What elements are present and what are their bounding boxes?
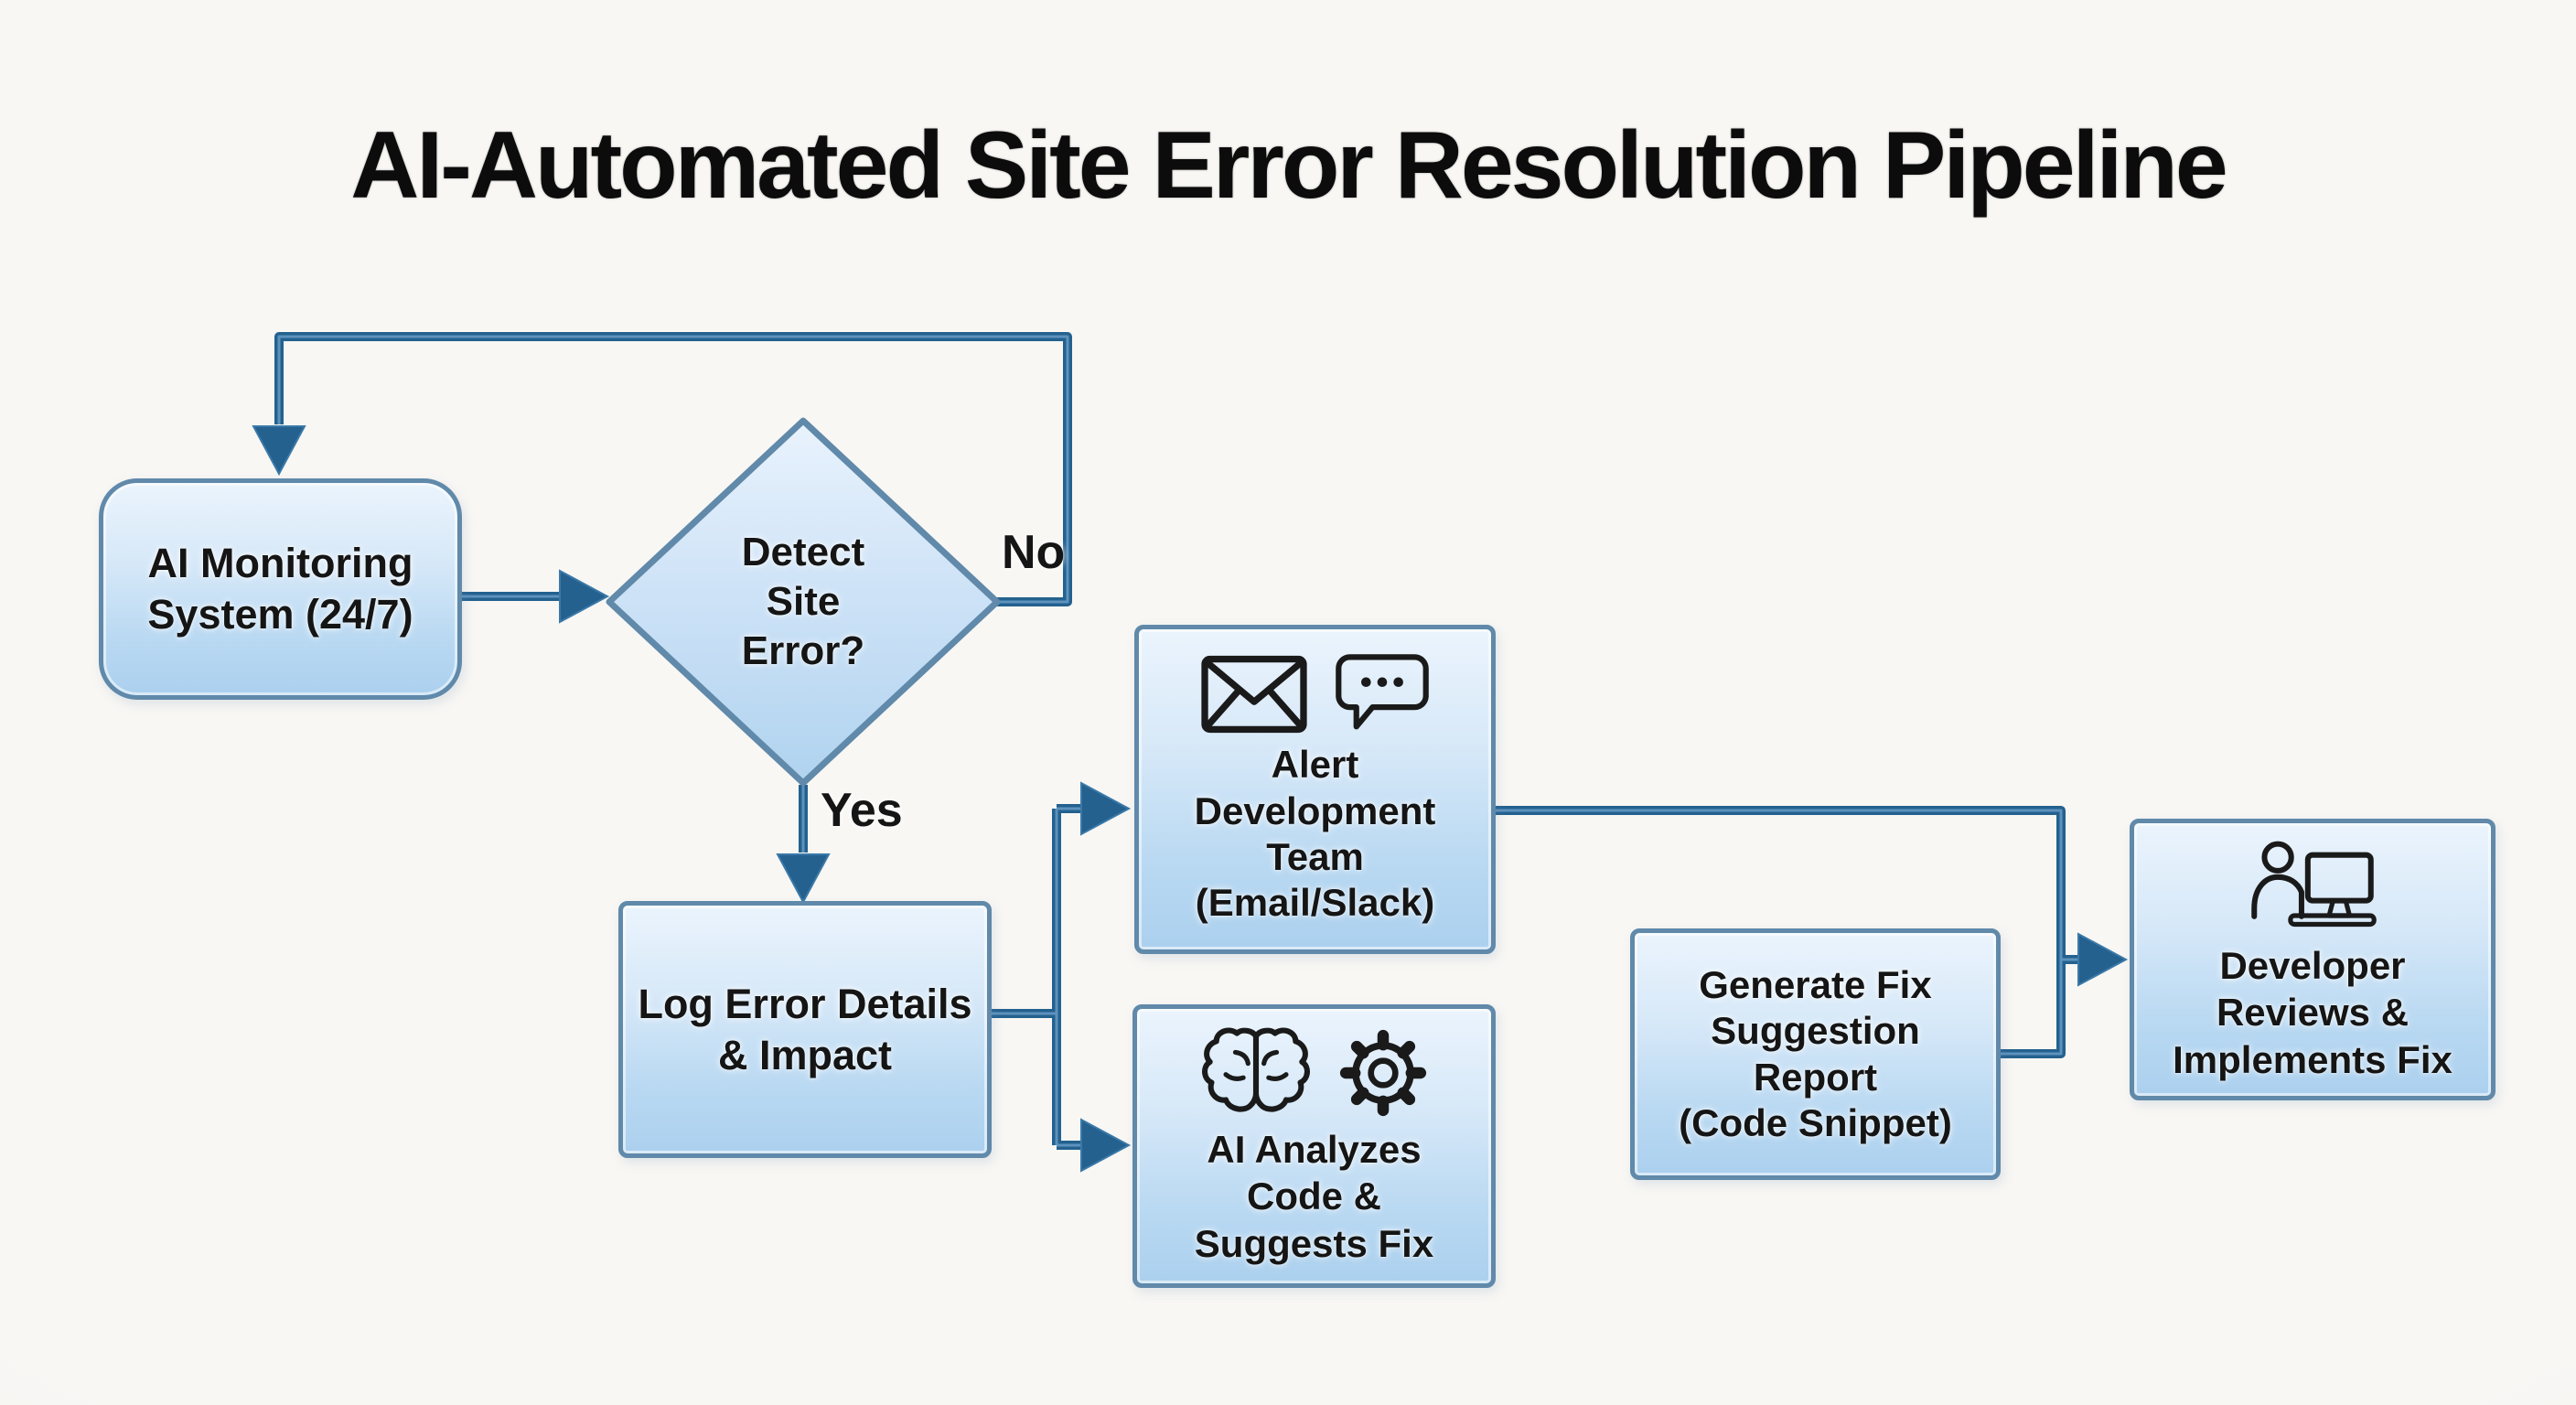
arrowhead-right	[559, 569, 610, 624]
chat-bubble-icon	[1334, 652, 1431, 736]
arrowhead-down	[776, 853, 831, 905]
node-log-error-details: Log Error Details & Impact	[618, 901, 992, 1158]
gear-icon	[1337, 1027, 1429, 1119]
arrowhead-down	[252, 425, 306, 477]
arrowhead-right	[1080, 1118, 1132, 1173]
edge-label-no: No	[1002, 526, 1066, 579]
node-ai-monitoring-system: AI Monitoring System (24/7)	[99, 478, 462, 700]
edge-decision-yes-to-log	[776, 785, 831, 905]
alert-icons	[1200, 652, 1431, 736]
edge-monitor-to-decision	[462, 569, 610, 624]
analyze-icons	[1200, 1025, 1429, 1121]
node-detect-site-error: Detect Site Error?	[741, 530, 865, 673]
arrowhead-right	[1080, 781, 1132, 836]
email-icon	[1200, 655, 1308, 734]
edge-log-fanout	[992, 781, 1132, 1173]
node-alert-development-team: Alert Development Team (Email/Slack)	[1134, 625, 1496, 954]
node-label: Developer Reviews & Implements Fix	[2173, 944, 2453, 1081]
edge-label-yes: Yes	[821, 784, 903, 837]
node-label: Alert Development Team (Email/Slack)	[1194, 743, 1436, 925]
page-title: AI-Automated Site Error Resolution Pipel…	[350, 113, 2227, 219]
edge-merge-to-developer	[1496, 806, 2129, 1058]
node-label: Generate Fix Suggestion Report (Code Sni…	[1679, 962, 1952, 1144]
developer-workstation-icon	[2240, 836, 2385, 938]
decision-diamond	[606, 417, 1001, 787]
node-label: AI Analyzes Code & Suggests Fix	[1194, 1128, 1434, 1265]
edge-decision-no-loop	[252, 332, 1072, 606]
arrowhead-right	[2077, 932, 2129, 987]
node-generate-fix-report: Generate Fix Suggestion Report (Code Sni…	[1630, 928, 2001, 1180]
node-label: Log Error Details & Impact	[638, 980, 972, 1078]
node-developer-reviews: Developer Reviews & Implements Fix	[2130, 819, 2496, 1100]
node-label: AI Monitoring System (24/7)	[147, 540, 413, 638]
brain-icon	[1200, 1025, 1312, 1121]
node-ai-analyzes-code: AI Analyzes Code & Suggests Fix	[1132, 1004, 1496, 1288]
developer-icons	[2240, 836, 2385, 938]
